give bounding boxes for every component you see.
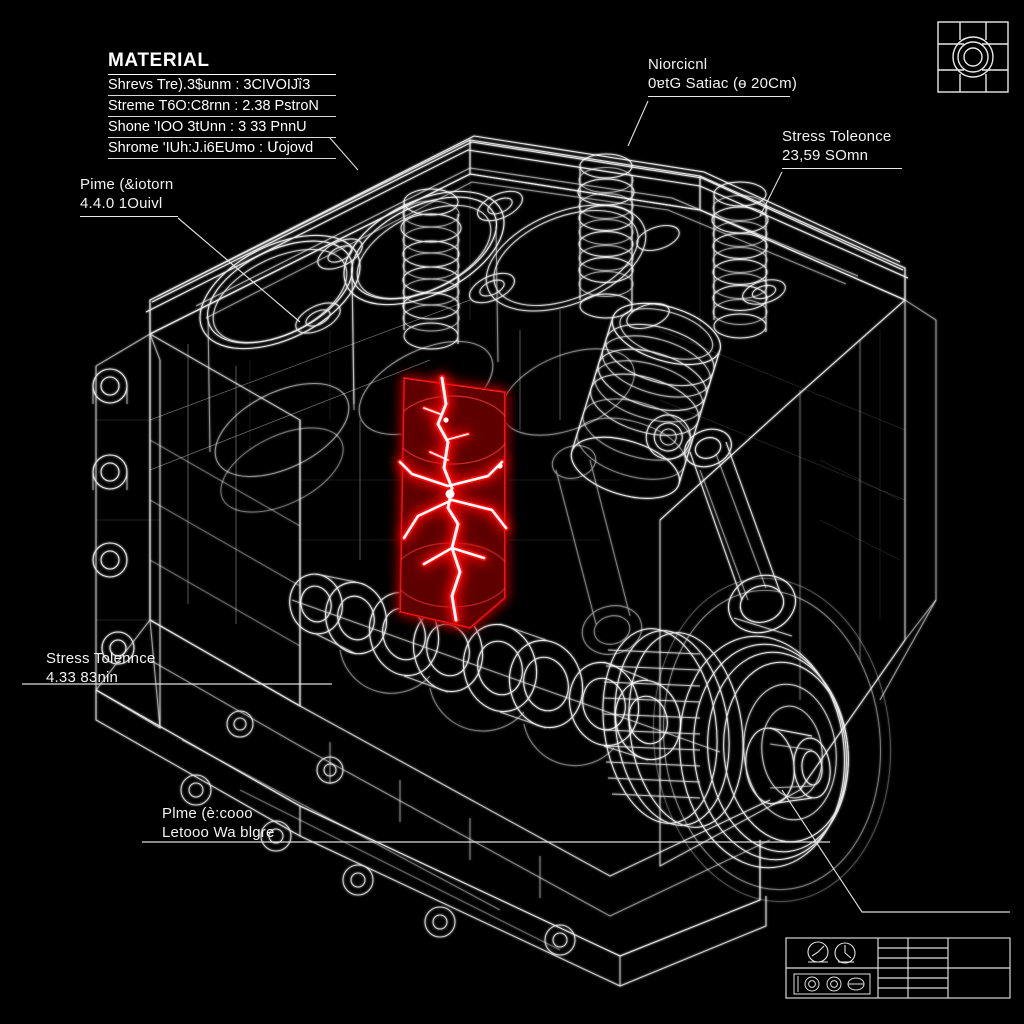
timing-gear-pulley-assembly (602, 577, 892, 903)
material-spec-block: MATERIAL Shrevs Tre).3$unm : 3CIVOIJȉ3 S… (108, 50, 336, 160)
callout-line: Stress Toleonce (782, 128, 892, 145)
spec-heading-rule (108, 73, 336, 75)
leader-stress-tolerance-top-right (759, 171, 783, 217)
mounting-boss-column (92, 368, 135, 665)
callout-line: 4.33 83nin (46, 668, 119, 686)
leader-spec-block (329, 137, 359, 171)
dial-gauge-icon (834, 942, 856, 964)
spec-row: Shone 'IOO 3tUnn : 3 33 PnnU (108, 119, 336, 139)
drawing-title-block (785, 937, 1011, 999)
block-lower-skirt (95, 619, 771, 987)
callout-stress-tolerance-left: Stress Tolennce 4.33 83nin (46, 650, 155, 688)
callout-line: Letooo Wa blgre (162, 823, 275, 841)
spec-row: Shrevs Tre).3$unm : 3CIVOIJȉ3 (108, 77, 336, 96)
valve-tower-a (400, 188, 462, 350)
callout-line: Niorcicnl (648, 56, 708, 73)
valve-stem-towers (400, 153, 769, 350)
dial-gauge-icon (807, 941, 829, 963)
cracked-cylinder-wall (397, 374, 509, 630)
piston-assembly (551, 302, 796, 655)
target-registration-mark (937, 21, 1009, 93)
spec-row: Shrome 'IUh:J.i6EUmo : Մojovd (108, 140, 336, 160)
leader-material-detail-top (627, 100, 649, 147)
callout-line: Stress Tolennce (46, 650, 156, 667)
callout-line: Plme (è:cooo (162, 805, 253, 822)
callout-rule (80, 215, 178, 217)
callout-leader-lines (22, 100, 1010, 913)
crank-hub (745, 727, 831, 805)
connecting-rod (684, 428, 796, 637)
meter-strip-icon (793, 973, 871, 995)
callout-line: 0ɐtG Satiac (ɵ 20Cm) (648, 74, 798, 92)
deck-bolt-bosses (295, 190, 786, 334)
callout-line: Pime (&iotorn (80, 176, 174, 193)
bell-housing (659, 298, 937, 867)
crank-pulley (679, 635, 849, 869)
spec-row: Streme T6O:C8rnn : 2.38 PstroN (108, 98, 336, 118)
engine-block-group (92, 135, 937, 987)
callout-rule (648, 95, 790, 97)
leader-plate-location-upper-left (177, 217, 301, 323)
cylinder-head-deck (145, 135, 909, 335)
timing-gear (602, 628, 744, 828)
valve-tower-b (577, 153, 635, 319)
callout-rule (782, 167, 902, 169)
callout-line: 23,59 SOmn (782, 146, 869, 164)
callout-stress-tolerance-top-right: Stress Toleonce 23,59 SOmn (782, 128, 902, 169)
valve-tower-c (711, 181, 769, 339)
cylinder-bore-1 (199, 234, 361, 513)
connecting-rod-rear (551, 445, 643, 655)
crankshaft-assembly (289, 573, 721, 767)
callout-plate-location-upper-left: Pime (&iotorn 4.4.0 1Ouivl (80, 176, 178, 217)
callout-line: 4.4.0 1Ouivl (80, 194, 163, 212)
callout-plate-location-lower-left: Plme (è:cooo Letooo Wa blgre (162, 805, 275, 843)
spec-heading: MATERIAL (108, 50, 210, 71)
leader-pulley-detail (781, 789, 1010, 913)
callout-material-detail-top: Niorcicnl 0ɐtG Satiac (ɵ 20Cm) (648, 56, 797, 97)
pan-flange-bolt-pads (180, 710, 576, 956)
